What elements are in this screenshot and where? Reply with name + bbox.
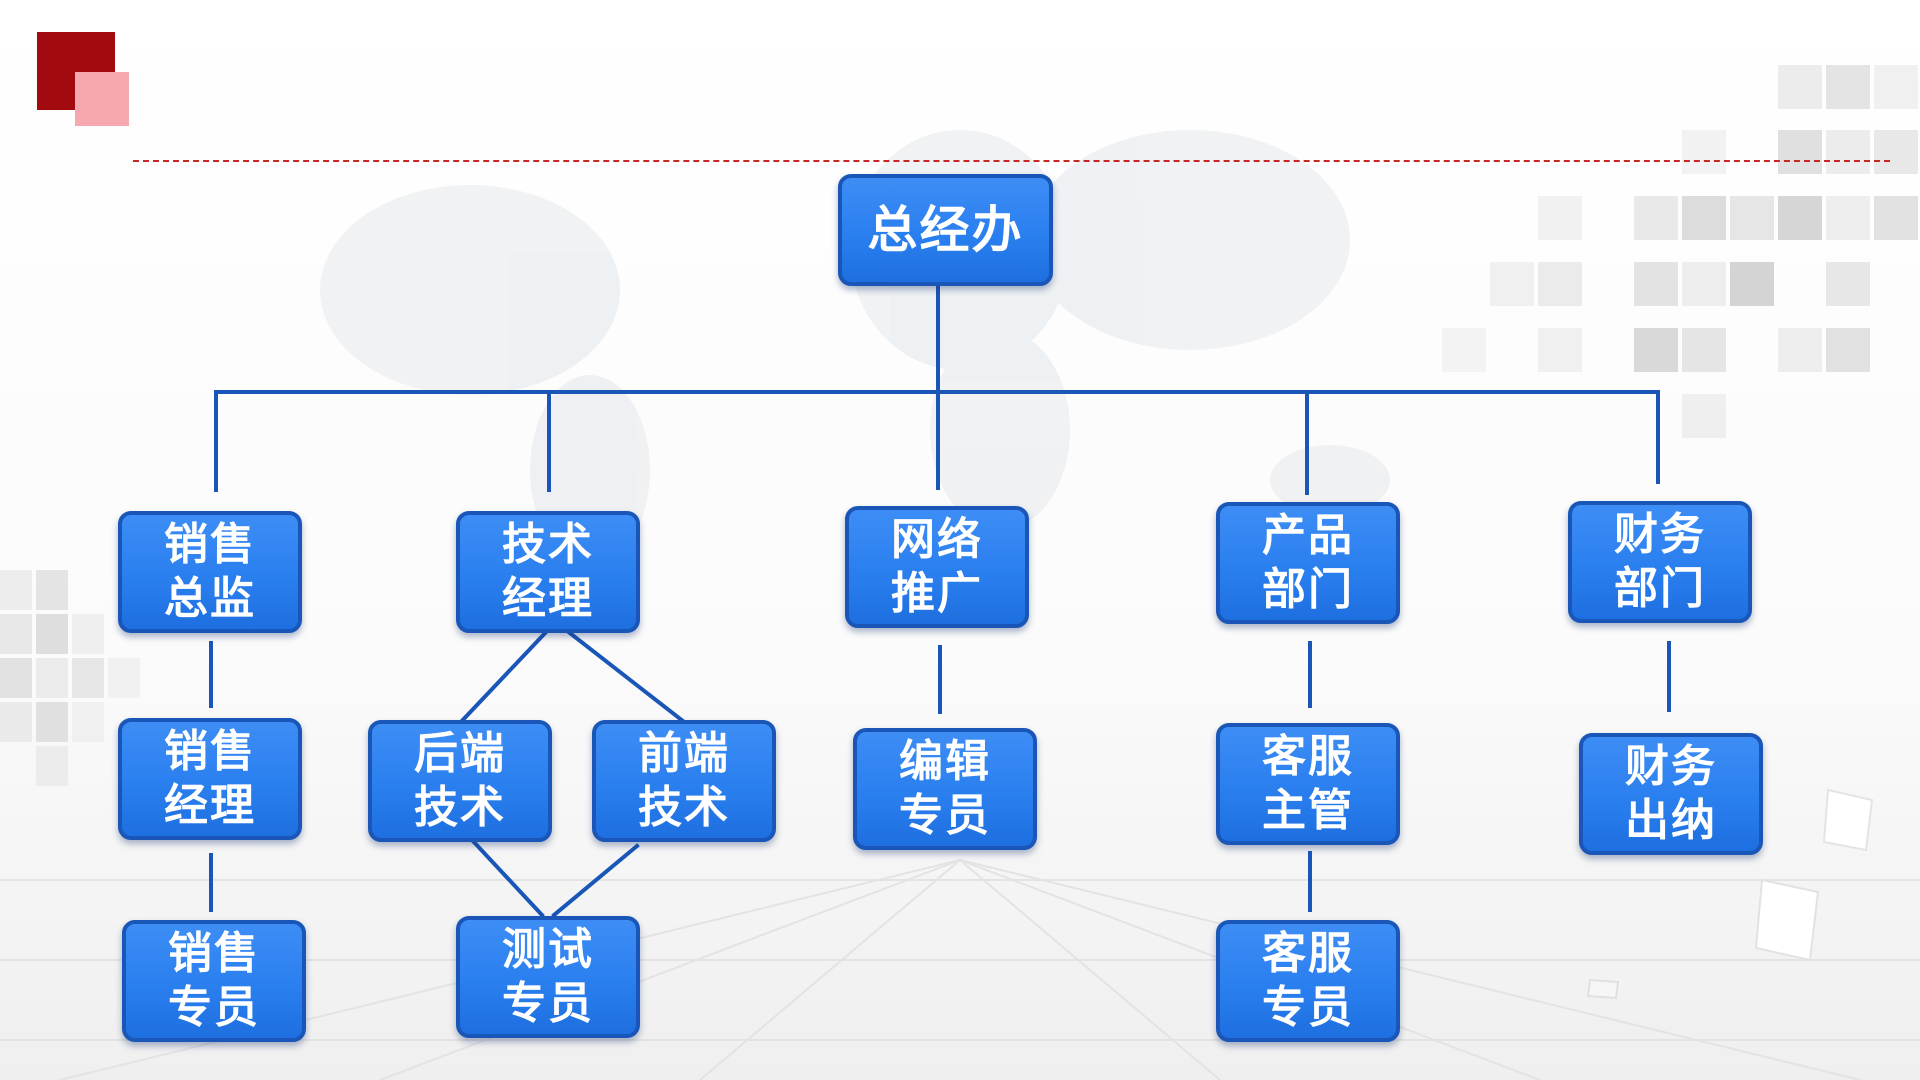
node-sales-specialist[interactable]: 销售 专员 <box>122 920 306 1042</box>
node-label-line2: 推广 <box>891 568 983 619</box>
node-label-line1: 测试 <box>502 924 594 975</box>
node-label-line1: 客服 <box>1262 731 1354 782</box>
node-frontend-tech[interactable]: 前端 技术 <box>592 720 776 842</box>
node-cs-supervisor[interactable]: 客服 主管 <box>1216 723 1400 845</box>
node-label-line1: 编辑 <box>899 736 991 787</box>
node-label-line2: 主管 <box>1262 785 1354 836</box>
node-cs-specialist[interactable]: 客服 专员 <box>1216 920 1400 1042</box>
node-label-line2: 技术 <box>414 782 506 833</box>
node-label-line2: 部门 <box>1614 563 1706 614</box>
node-editor-specialist[interactable]: 编辑 专员 <box>853 728 1037 850</box>
node-label-line2: 技术 <box>638 782 730 833</box>
node-online-promotion[interactable]: 网络 推广 <box>845 506 1029 628</box>
node-label-line2: 专员 <box>502 978 594 1029</box>
node-label-line2: 经理 <box>164 780 256 831</box>
node-label-line1: 网络 <box>891 514 983 565</box>
node-label: 总经办 <box>867 201 1024 259</box>
node-general-office[interactable]: 总经办 <box>838 174 1053 286</box>
node-label-line2: 专员 <box>899 790 991 841</box>
node-label-line2: 专员 <box>168 982 260 1033</box>
node-label-line1: 财务 <box>1614 509 1706 560</box>
node-label-line1: 销售 <box>164 726 256 777</box>
node-label-line1: 客服 <box>1262 928 1354 979</box>
node-label-line1: 后端 <box>414 728 506 779</box>
node-sales-director[interactable]: 销售 总监 <box>118 511 302 633</box>
node-sales-manager[interactable]: 销售 经理 <box>118 718 302 840</box>
node-test-specialist[interactable]: 测试 专员 <box>456 916 640 1038</box>
node-label-line1: 销售 <box>164 519 256 570</box>
node-label-line1: 销售 <box>168 928 260 979</box>
header-divider <box>133 160 1890 162</box>
logo-light-square <box>75 72 129 126</box>
node-label-line2: 专员 <box>1262 982 1354 1033</box>
node-label-line2: 总监 <box>164 573 256 624</box>
node-label-line2: 经理 <box>502 573 594 624</box>
node-label-line2: 部门 <box>1262 564 1354 615</box>
node-label-line1: 技术 <box>502 519 594 570</box>
node-finance-department[interactable]: 财务 部门 <box>1568 501 1752 623</box>
node-backend-tech[interactable]: 后端 技术 <box>368 720 552 842</box>
node-tech-manager[interactable]: 技术 经理 <box>456 511 640 633</box>
node-finance-cashier[interactable]: 财务 出纳 <box>1579 733 1763 855</box>
node-label-line1: 财务 <box>1625 741 1717 792</box>
node-label-line1: 产品 <box>1262 510 1354 561</box>
node-label-line1: 前端 <box>638 728 730 779</box>
node-product-department[interactable]: 产品 部门 <box>1216 502 1400 624</box>
node-label-line2: 出纳 <box>1625 795 1717 846</box>
